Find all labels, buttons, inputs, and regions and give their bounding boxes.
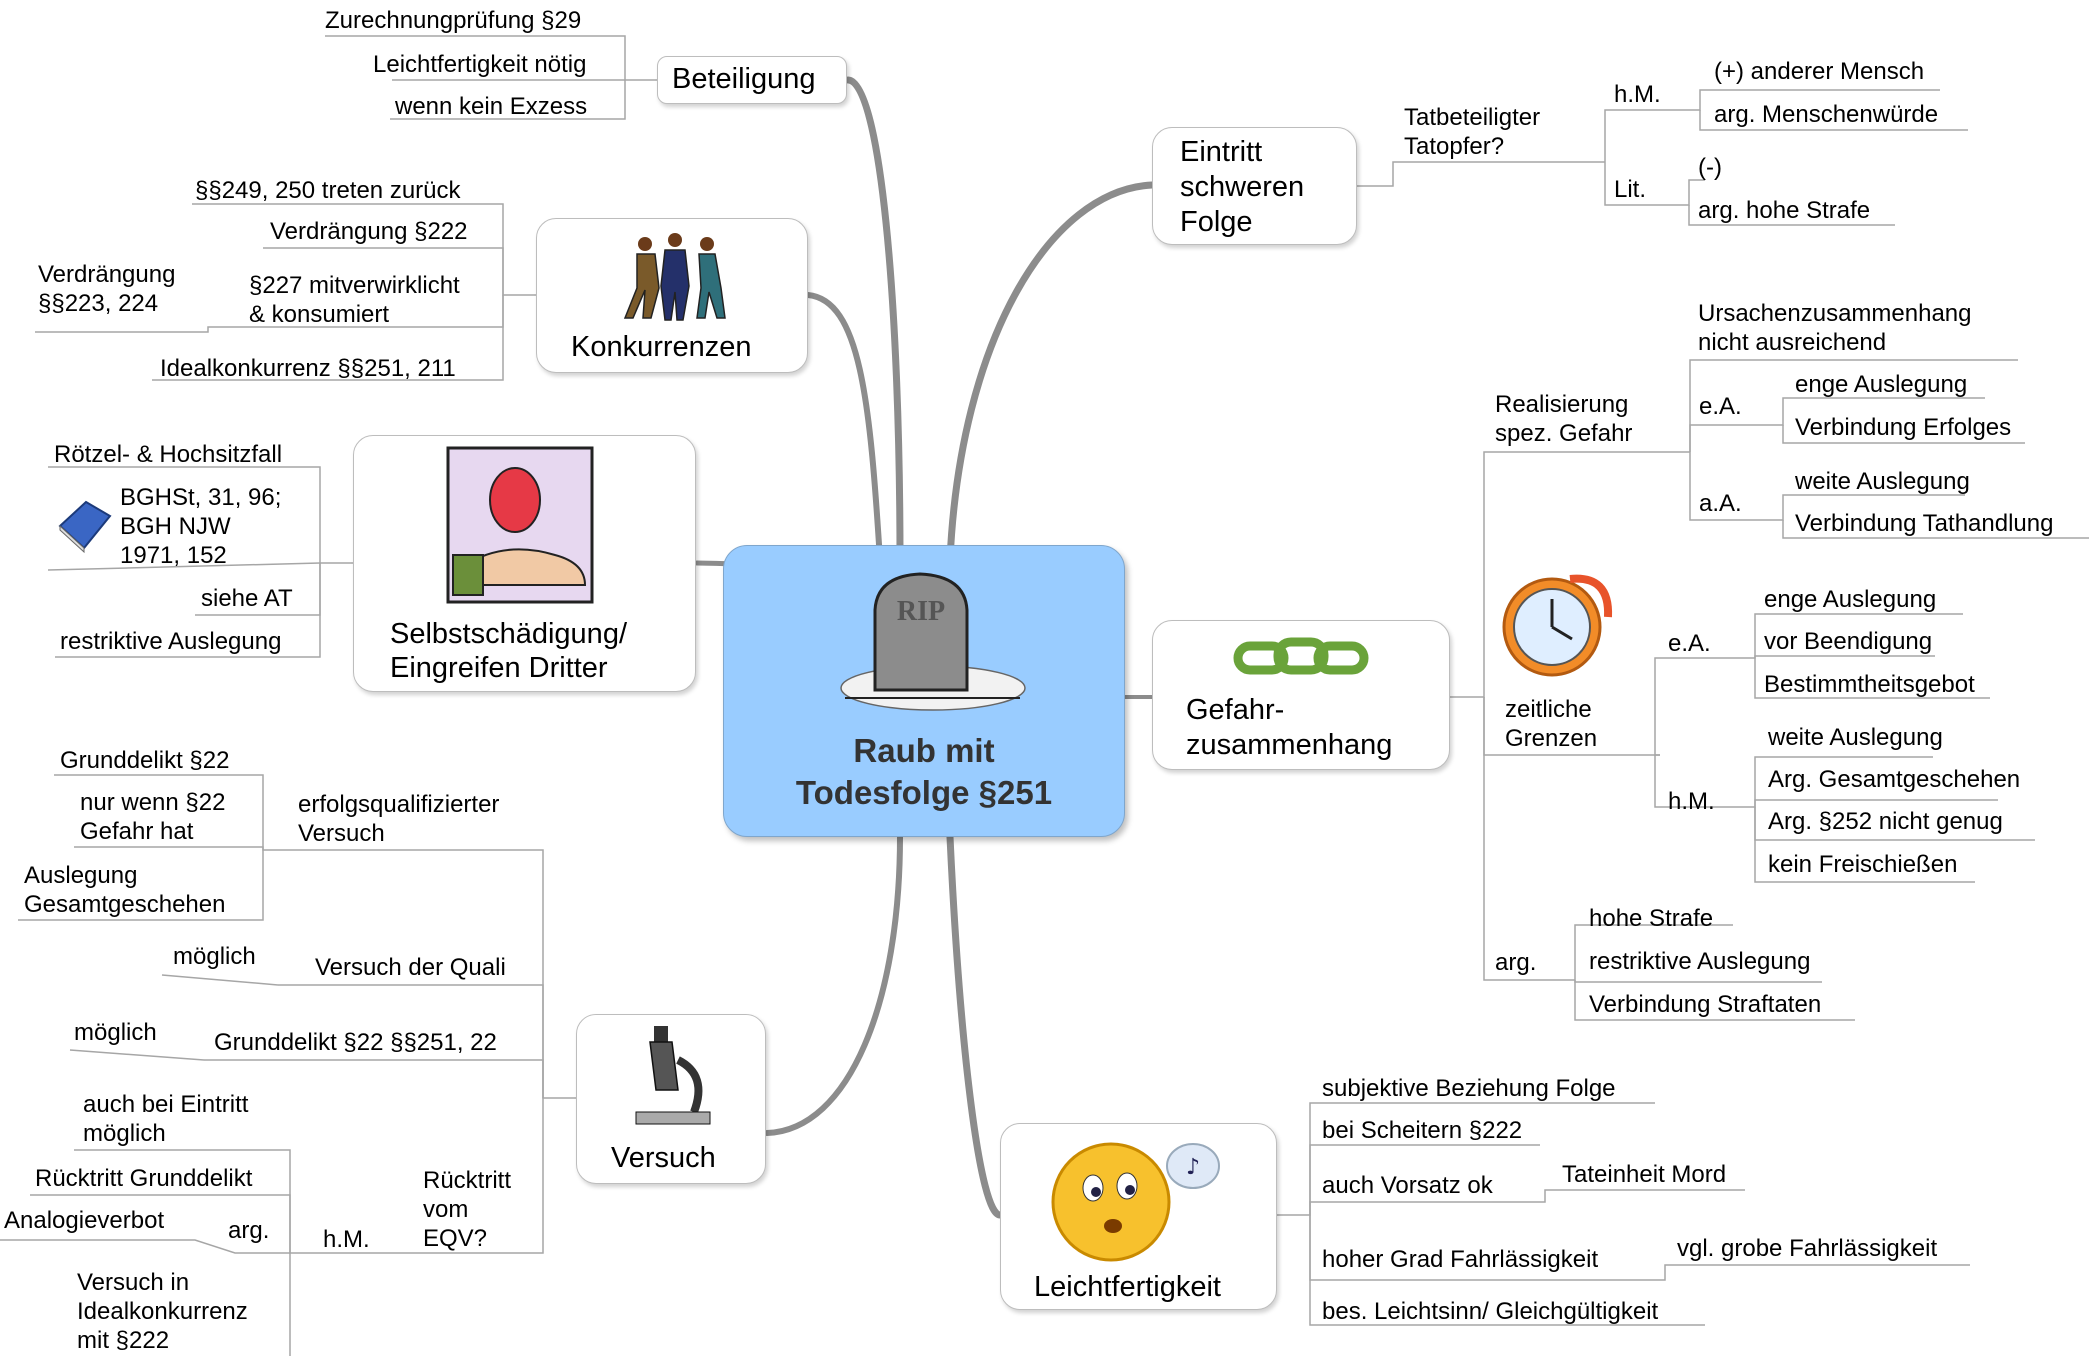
grund-label: Grunddelikt §22 §§251, 22 — [214, 1029, 497, 1056]
node-selbst-label-2: Eingreifen Dritter — [390, 652, 608, 684]
ruecktritt-hm: h.M. — [323, 1226, 370, 1253]
realisierung-top: Ursachenzusammenhang nicht ausreichend — [1698, 300, 1972, 356]
leicht-item-4: hoher Grad Fahrlässigkeit — [1322, 1246, 1599, 1273]
node-leicht-label: Leichtfertigkeit — [1034, 1271, 1221, 1303]
eintritt-lit: Lit. — [1614, 176, 1647, 203]
beteiligung-item-3: wenn kein Exzess — [395, 93, 588, 120]
branch-leicht — [946, 833, 1004, 1219]
gefahr-arg-item-1: hohe Strafe — [1589, 905, 1714, 932]
node-konkurrenzen-label: Konkurrenzen — [571, 331, 752, 363]
quali-value: möglich — [173, 943, 256, 970]
ruecktritt-label: Rücktritt vom EQV? — [423, 1167, 512, 1252]
konkurrenzen-item-3: §227 mitverwirklicht & konsumiert — [249, 272, 460, 328]
beteiligung-item-2: Leichtfertigkeit nötig — [373, 51, 587, 78]
eintritt-hm-item-1: (+) anderer Mensch — [1714, 58, 1925, 85]
ruecktritt-arg-item-1: Analogieverbot — [4, 1207, 165, 1234]
leicht-fahr-sub: vgl. grobe Fahrlässigkeit — [1677, 1235, 1938, 1262]
people-fighting-icon — [623, 233, 726, 321]
selbst-item-3: siehe AT — [201, 585, 293, 612]
eintritt-lit-item-2: arg. hohe Strafe — [1698, 197, 1871, 224]
branch-beteiligung — [844, 76, 904, 564]
node-eintritt[interactable] — [1152, 127, 1357, 245]
hand-injury-icon — [446, 446, 594, 604]
realisierung-label: Realisierung spez. Gefahr — [1495, 391, 1633, 447]
eqv-item-2: nur wenn §22 Gefahr hat — [80, 789, 226, 845]
beteiligung-item-1: Zurechnungprüfung §29 — [325, 7, 582, 34]
gefahr-arg-item-2: restriktive Auslegung — [1589, 948, 1811, 975]
microscope-icon — [635, 1026, 711, 1125]
realisierung-aa-item-2: Verbindung Tathandlung — [1795, 510, 2054, 537]
thinking-smiley-icon: ♪ — [1051, 1142, 1220, 1262]
zeitlich-hm: h.M. — [1668, 788, 1715, 815]
eintritt-hm-item-2: arg. Menschenwürde — [1714, 101, 1939, 128]
eintritt-lit-item-1: (-) — [1698, 154, 1722, 181]
svg-text:RIP: RIP — [897, 596, 945, 627]
branch-eintritt — [946, 181, 1156, 564]
zeitlich-ea-item-2: vor Beendigung — [1764, 628, 1933, 655]
node-beteiligung[interactable] — [657, 56, 847, 104]
node-selbst-label-1: Selbstschädigung/ — [390, 618, 627, 650]
realisierung-aa: a.A. — [1699, 490, 1742, 517]
chain-links-icon — [1233, 637, 1369, 675]
tombstone-rip-icon: RIP — [840, 572, 1026, 711]
konkurrenzen-sub: Verdrängung §§223, 224 — [38, 261, 176, 317]
ruecktritt-item-1: auch bei Eintritt möglich — [83, 1091, 249, 1147]
zeitlich-hm-item-1: weite Auslegung — [1768, 724, 1943, 751]
grund-value: möglich — [74, 1019, 157, 1046]
leicht-item-2: bei Scheitern §222 — [1322, 1117, 1523, 1144]
zeitlich-hm-item-4: kein Freischießen — [1768, 851, 1958, 878]
gefahr-arg-item-3: Verbindung Straftaten — [1589, 991, 1822, 1018]
eqv-item-1: Grunddelikt §22 — [60, 747, 230, 774]
zeitlich-hm-item-3: Arg. §252 nicht genug — [1768, 808, 2003, 835]
node-eintritt-label: Eintritt schweren Folge — [1180, 136, 1305, 238]
leicht-item-5: bes. Leichtsinn/ Gleichgültigkeit — [1322, 1298, 1659, 1325]
branch-versuch — [764, 834, 903, 1136]
realisierung-ea-item-1: enge Auslegung — [1795, 371, 1968, 398]
selbst-item-1: Rötzel- & Hochsitzfall — [54, 441, 283, 468]
quali-label: Versuch der Quali — [315, 954, 506, 981]
central-title-line1: Raub mit — [853, 732, 995, 769]
zeitlich-ea-item-1: enge Auslegung — [1764, 586, 1937, 613]
clock-icon — [1502, 574, 1613, 677]
node-beteiligung-label: Beteiligung — [672, 63, 816, 95]
konkurrenzen-item-4: Idealkonkurrenz §§251, 211 — [160, 355, 456, 382]
realisierung-ea-item-2: Verbindung Erfolges — [1795, 414, 2012, 441]
ruecktritt-item-2: Rücktritt Grunddelikt — [35, 1165, 253, 1192]
eintritt-hm: h.M. — [1614, 81, 1661, 108]
gefahr-arg-label: arg. — [1495, 949, 1537, 976]
zeitlich-hm-item-2: Arg. Gesamtgeschehen — [1768, 766, 2021, 793]
eintritt-question: Tatbeteiligter Tatopfer? — [1404, 104, 1541, 160]
branch-konkurrenzen — [805, 292, 883, 563]
realisierung-ea: e.A. — [1699, 393, 1742, 420]
selbst-item-2: BGHSt, 31, 96; BGH NJW 1971, 152 — [120, 484, 282, 569]
ruecktritt-item-3: Versuch in Idealkonkurrenz mit §222 — [77, 1269, 248, 1354]
realisierung-aa-item-1: weite Auslegung — [1795, 468, 1970, 495]
svg-text:♪: ♪ — [1186, 1155, 1200, 1180]
leicht-item-1: subjektive Beziehung Folge — [1322, 1075, 1616, 1102]
eqv-item-3: Auslegung Gesamtgeschehen — [24, 862, 226, 918]
eqv-label: erfolgsqualifizierter Versuch — [298, 791, 500, 847]
node-versuch-label: Versuch — [611, 1142, 716, 1174]
zeitlich-ea: e.A. — [1668, 630, 1711, 657]
central-title-line2: Todesfolge §251 — [795, 774, 1053, 811]
selbst-item-4: restriktive Auslegung — [60, 628, 282, 655]
leicht-vorsatz-sub: Tateinheit Mord — [1562, 1161, 1727, 1188]
node-gefahr-label: Gefahr- zusammenhang — [1186, 694, 1393, 761]
konkurrenzen-item-2: Verdrängung §222 — [270, 218, 468, 245]
book-icon — [58, 500, 112, 554]
konkurrenzen-item-1: §§249, 250 treten zurück — [195, 177, 461, 204]
ruecktritt-arg: arg. — [228, 1217, 270, 1244]
zeitlich-ea-item-3: Bestimmtheitsgebot — [1764, 671, 1975, 698]
leicht-item-3: auch Vorsatz ok — [1322, 1172, 1493, 1199]
zeitlich-label: zeitliche Grenzen — [1505, 696, 1598, 752]
